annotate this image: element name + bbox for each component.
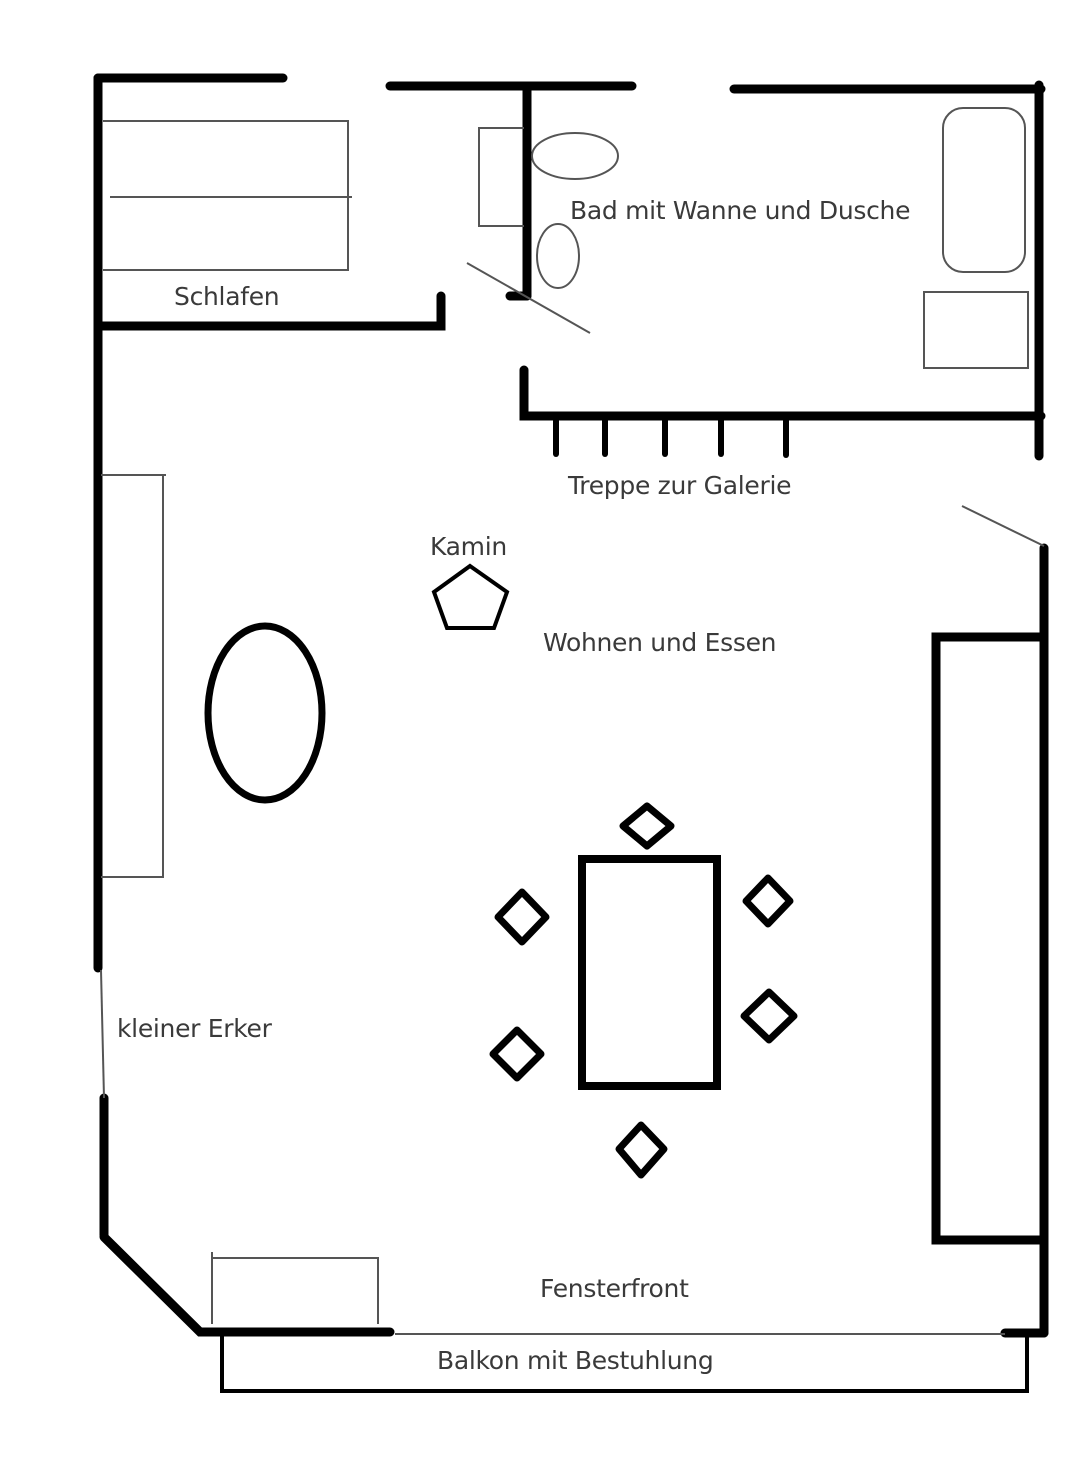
entrance-door-icon <box>961 505 1045 547</box>
chair-icon <box>740 988 798 1044</box>
walls <box>93 73 1049 1338</box>
thin-lines <box>100 107 1045 1335</box>
chairs <box>489 802 798 1179</box>
sink-icon <box>531 132 619 180</box>
chair-icon <box>742 874 794 928</box>
sideboard-icon <box>101 474 166 878</box>
cabinet-icon <box>478 127 524 227</box>
bay-label: kleiner Erker <box>117 1014 272 1043</box>
shower-icon <box>923 291 1029 369</box>
bathroom-label: Bad mit Wanne und Dusche <box>570 196 911 225</box>
bathtub-icon <box>942 107 1026 273</box>
balcony-outline <box>220 1334 1029 1393</box>
stairs-label: Treppe zur Galerie <box>568 471 792 500</box>
living-label: Wohnen und Essen <box>543 628 777 657</box>
bed-icon <box>103 120 352 271</box>
bedroom-label: Schlafen <box>174 282 280 311</box>
bench-icon <box>211 1252 379 1324</box>
chair-icon <box>489 1026 545 1082</box>
dining-table-icon <box>578 855 721 1090</box>
balcony-label: Balkon mit Bestuhlung <box>437 1346 714 1375</box>
chair-icon <box>494 888 550 946</box>
door-swing-icon <box>466 262 591 334</box>
chair-icon <box>615 1121 668 1179</box>
bay-window-line <box>100 969 105 1099</box>
stairs-icon <box>553 415 789 458</box>
toilet-icon <box>536 223 580 289</box>
pentagon-fireplace-icon <box>431 563 510 630</box>
oval-table-icon <box>204 622 326 804</box>
window-front-label: Fensterfront <box>540 1274 689 1303</box>
chair-icon <box>619 802 675 850</box>
fireplace-label: Kamin <box>430 532 507 561</box>
